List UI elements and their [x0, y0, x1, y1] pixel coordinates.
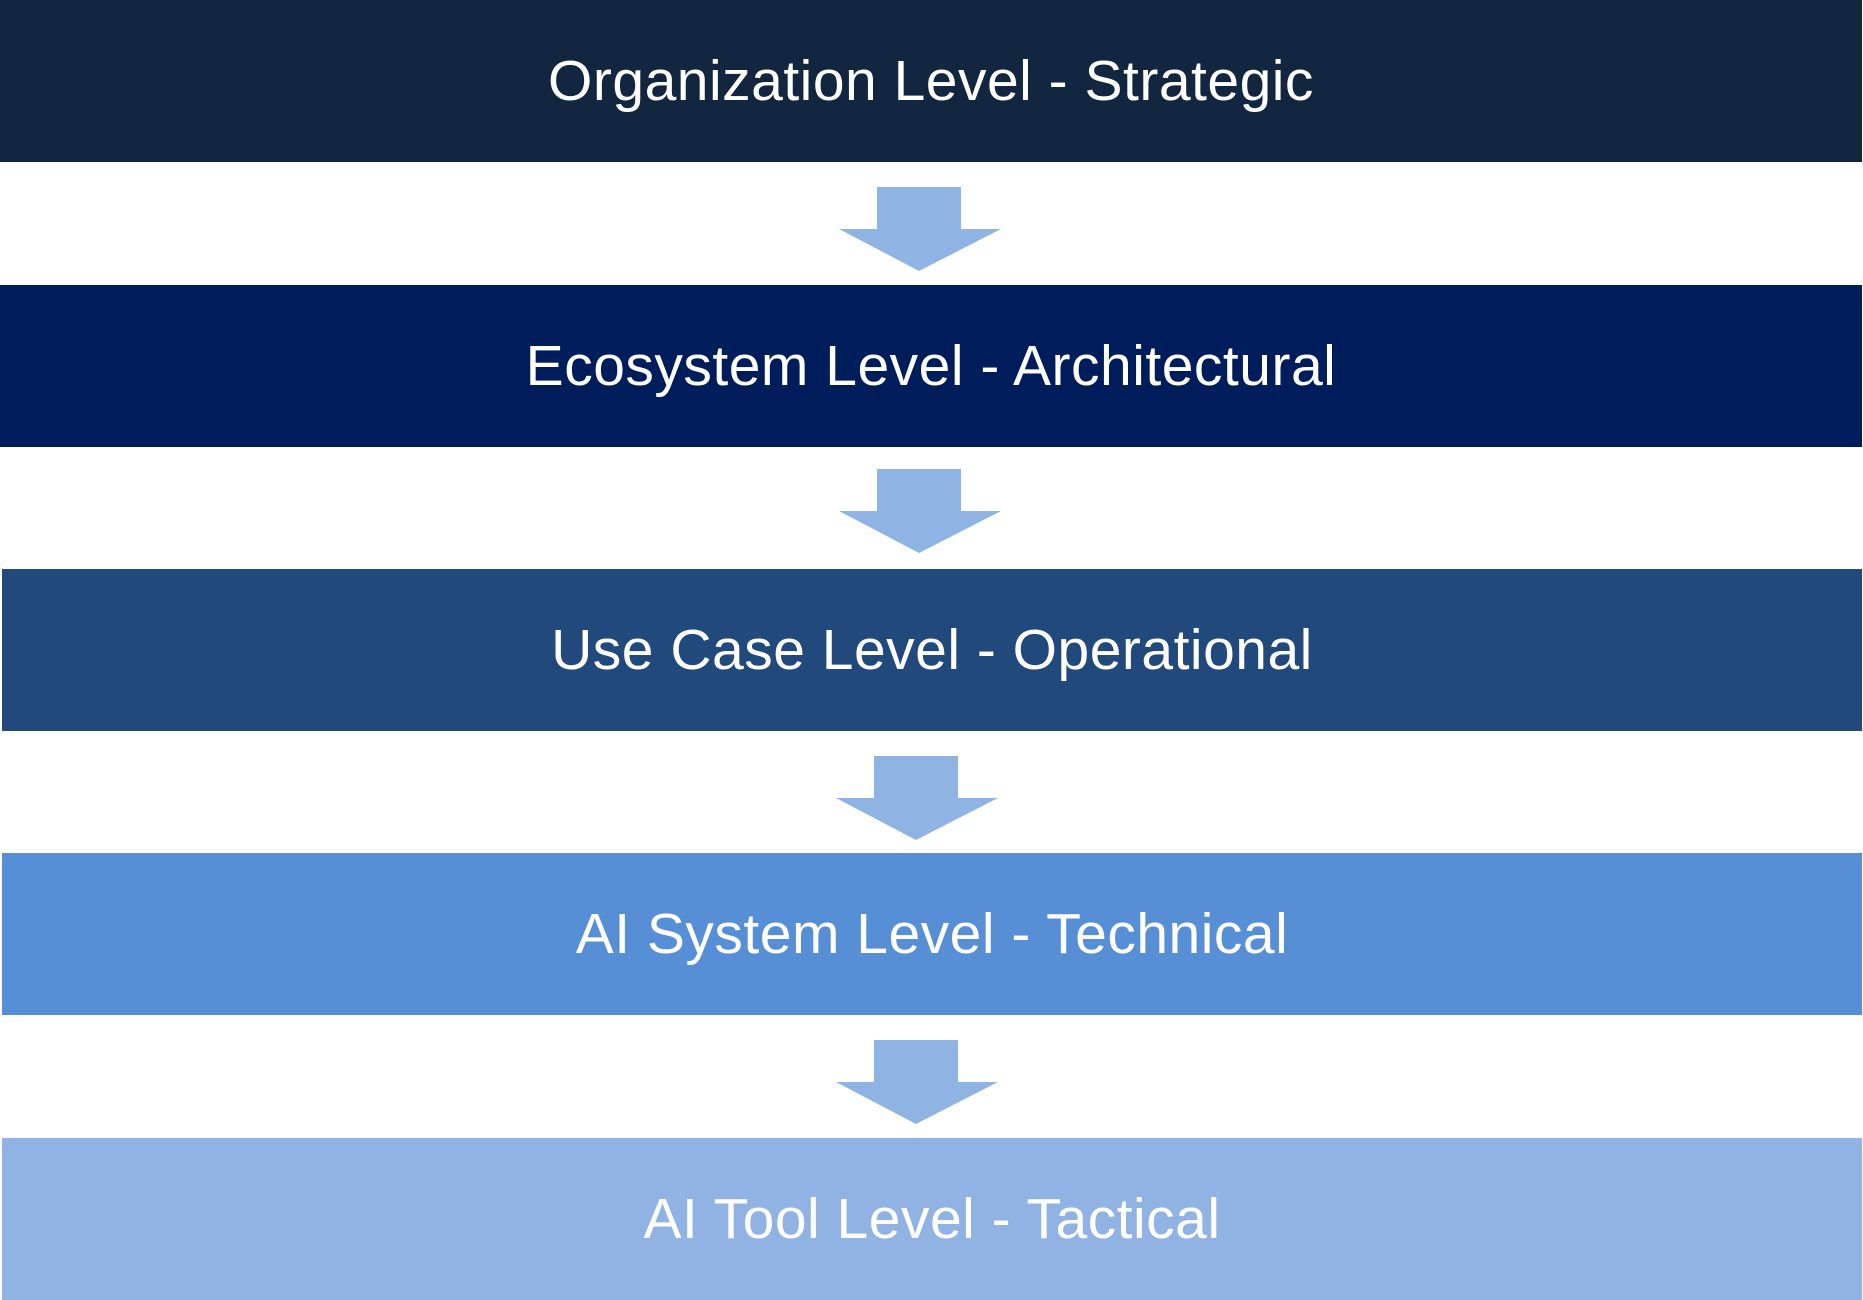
down-arrow-icon — [839, 187, 1001, 271]
down-arrow-icon — [836, 1040, 998, 1124]
down-arrow-icon — [836, 756, 998, 840]
level-label-ecosystem: Ecosystem Level - Architectural — [525, 334, 1337, 398]
level-box-ai-system: AI System Level - Technical — [2, 853, 1862, 1015]
level-box-use-case: Use Case Level - Operational — [2, 569, 1862, 731]
down-arrow-icon — [839, 469, 1001, 553]
level-label-organization: Organization Level - Strategic — [548, 49, 1314, 113]
level-box-organization: Organization Level - Strategic — [0, 0, 1862, 162]
level-box-ai-tool: AI Tool Level - Tactical — [2, 1138, 1862, 1300]
level-label-ai-tool: AI Tool Level - Tactical — [643, 1187, 1221, 1251]
level-box-ecosystem: Ecosystem Level - Architectural — [0, 285, 1862, 447]
level-label-ai-system: AI System Level - Technical — [575, 902, 1289, 966]
level-label-use-case: Use Case Level - Operational — [551, 618, 1313, 682]
